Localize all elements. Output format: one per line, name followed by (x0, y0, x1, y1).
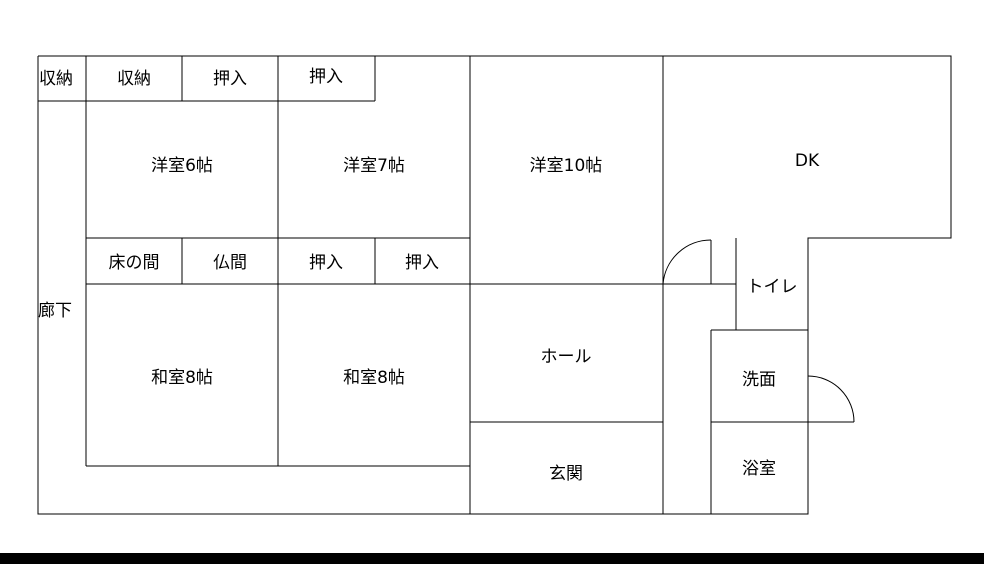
room-label-storage-left: 収納 (39, 69, 73, 89)
room-label-toilet: トイレ (747, 277, 798, 297)
room-label-storage-top: 収納 (117, 69, 151, 89)
room-label-western-10: 洋室10帖 (530, 156, 603, 176)
door-swing (662, 239, 712, 285)
room-label-western-7: 洋室7帖 (343, 156, 405, 176)
room-label-western-6: 洋室6帖 (151, 156, 213, 176)
room-label-corridor: 廊下 (38, 301, 72, 321)
room-label-butsuma: 仏間 (213, 253, 247, 273)
walls (37, 55, 952, 515)
room-label-closet-top-2: 押入 (309, 67, 343, 87)
room-label-closet-mid-2: 押入 (405, 253, 439, 273)
room-label-bathroom: 浴室 (742, 459, 776, 479)
room-label-japanese-8-left: 和室8帖 (151, 368, 213, 388)
room-label-closet-mid-1: 押入 (309, 253, 343, 273)
bottom-border-bar (0, 553, 984, 564)
toilet-door (662, 239, 712, 285)
room-label-entrance: 玄関 (549, 464, 583, 484)
door-swing (807, 375, 855, 423)
room-label-hall: ホール (541, 347, 592, 367)
room-label-closet-top-1: 押入 (213, 69, 247, 89)
washroom-door (807, 375, 855, 423)
room-label-washroom: 洗面 (742, 370, 776, 390)
room-labels: 収納 収納 押入 押入 洋室6帖 洋室7帖 洋室10帖 DK 床の間 仏間 押入… (38, 67, 820, 484)
room-label-japanese-8-right: 和室8帖 (343, 368, 405, 388)
outer-wall (37, 55, 952, 515)
room-label-tokonoma: 床の間 (109, 253, 160, 273)
room-label-dk: DK (795, 151, 820, 171)
